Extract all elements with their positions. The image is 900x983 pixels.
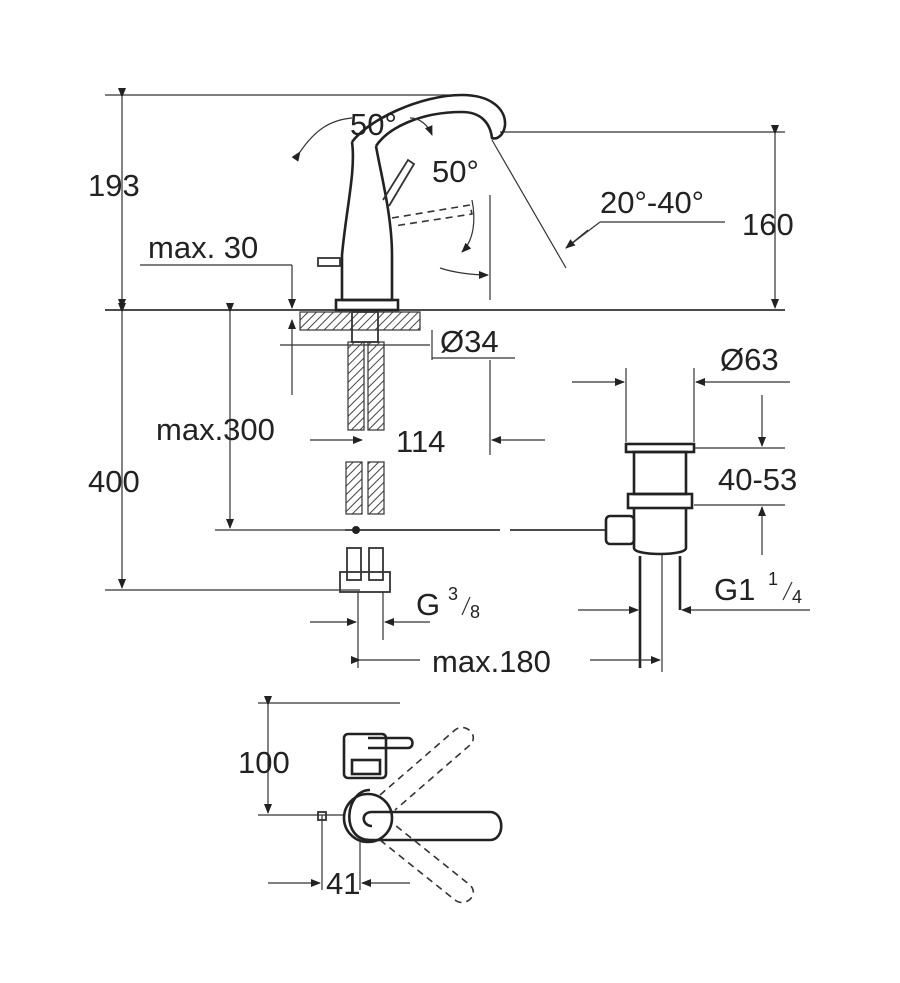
- label-193: 193: [88, 168, 140, 203]
- angle-annotations: 50° 50° 20°-40°: [291, 107, 725, 300]
- dimension-114: 114: [310, 360, 545, 459]
- reference-lines: [105, 94, 785, 591]
- label-40-53: 40-53: [718, 462, 797, 497]
- dimension-dia-63: Ø63: [572, 342, 790, 442]
- label-dia-63: Ø63: [720, 342, 779, 377]
- popup-rod: [345, 526, 605, 534]
- drain-assembly: [604, 442, 696, 668]
- label-thread-g1-den: 4: [792, 587, 802, 607]
- label-160: 160: [742, 207, 794, 242]
- label-thread-g-num: 3: [448, 584, 458, 604]
- dimension-max-300: max.300: [156, 303, 275, 529]
- dimension-400: 400: [88, 303, 140, 589]
- label-dia-34: Ø34: [440, 324, 499, 359]
- dimension-max-30: max. 30: [140, 230, 296, 395]
- dimension-g1-1-4: G1 1 4: [578, 569, 810, 614]
- label-100: 100: [238, 745, 290, 780]
- label-41: 41: [326, 866, 360, 901]
- label-thread-g-den: 8: [470, 602, 480, 622]
- label-max-180: max.180: [432, 644, 551, 679]
- label-thread-g: G: [416, 587, 440, 622]
- faucet-top-view: 100 41: [238, 696, 503, 904]
- label-400: 400: [88, 464, 140, 499]
- label-thread-g1-num: 1: [768, 569, 778, 589]
- faucet-side-view: [317, 93, 507, 312]
- dimension-g-3-8: G 3 8: [310, 584, 480, 626]
- label-angle-50-side: 50°: [432, 154, 479, 189]
- label-thread-g1: G1: [714, 572, 755, 607]
- label-max-300: max.300: [156, 412, 275, 447]
- dimension-40-53: 40-53: [694, 395, 797, 555]
- dimension-max-180: max.180: [351, 555, 663, 679]
- label-angle-50-top: 50°: [350, 107, 397, 142]
- label-114: 114: [396, 424, 445, 459]
- countertop-section: Ø34: [280, 311, 515, 360]
- label-max-30: max. 30: [148, 230, 258, 265]
- dimension-193: 193: [88, 88, 140, 309]
- supply-hoses: [339, 341, 391, 668]
- label-angle-20-40: 20°-40°: [600, 185, 704, 220]
- dimension-160: 160: [742, 125, 794, 309]
